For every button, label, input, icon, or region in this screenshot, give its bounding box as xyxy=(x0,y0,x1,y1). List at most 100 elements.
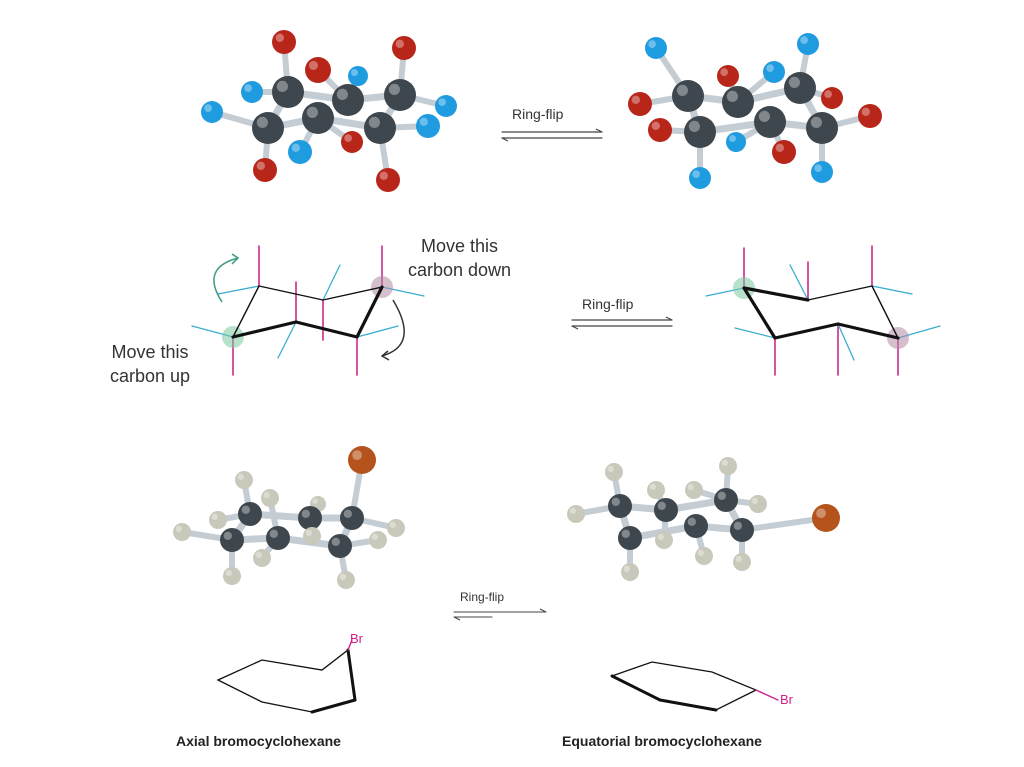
axial-atom-highlight xyxy=(766,64,775,72)
equilibrium-arrow-top-forward-head xyxy=(595,128,603,133)
hydrogen-atom-highlight xyxy=(649,483,656,490)
equatorial-atom-highlight xyxy=(419,117,428,127)
equatorial-bond-line xyxy=(871,285,913,295)
equatorial-caption: Equatorial bromocyclohexane xyxy=(562,733,762,749)
axial-atom-highlight xyxy=(308,60,319,70)
axial-br-bond xyxy=(347,639,353,651)
front-ring-bond xyxy=(742,286,810,302)
carbon-atom-highlight xyxy=(343,509,352,518)
axial-atom-highlight xyxy=(395,39,404,48)
axial-atom xyxy=(726,132,746,152)
carbon-atom xyxy=(298,506,322,530)
hydrogen-atom-highlight xyxy=(687,483,694,490)
front-ring-bond xyxy=(355,285,384,339)
axial-atom-highlight xyxy=(344,134,352,142)
equatorial-atom xyxy=(821,87,843,109)
back-ring-bond xyxy=(871,285,899,339)
equatorial-atom xyxy=(628,92,652,116)
axial-atom xyxy=(763,61,785,83)
hydrogen-atom xyxy=(621,563,639,581)
equatorial-bond-line xyxy=(322,264,341,301)
hydrogen-atom-highlight xyxy=(657,533,664,540)
carbon-atom xyxy=(238,502,262,526)
arrow-head xyxy=(539,608,547,613)
arrow-head xyxy=(453,616,461,621)
back-ring-bond xyxy=(232,285,260,338)
carbon-atom xyxy=(754,106,786,138)
carbon-atom xyxy=(328,534,352,558)
axial-atom xyxy=(689,167,711,189)
move-carbon-down-label: Move this carbon down xyxy=(408,234,511,282)
axial-atom xyxy=(811,161,833,183)
carbon-atom xyxy=(332,84,364,116)
equilibrium-arrow-middle-back-head xyxy=(571,325,579,330)
hydrogen-atom-highlight xyxy=(211,513,219,520)
hydrogen-atom xyxy=(655,531,673,549)
carbon-atom xyxy=(714,488,738,512)
equatorial-bond-line xyxy=(217,285,260,295)
equatorial-atom xyxy=(717,65,739,87)
carbon-atom-highlight xyxy=(388,83,400,95)
front-bond xyxy=(346,648,357,702)
axial-atom-highlight xyxy=(814,164,823,172)
ring-flip-label-top: Ring-flip xyxy=(512,106,564,122)
bromine-atom-highlight xyxy=(816,508,826,518)
bromine-atom-highlight xyxy=(352,450,362,460)
hydrogen-atom xyxy=(209,511,227,529)
axial-atom xyxy=(797,33,819,55)
equatorial-atom-highlight xyxy=(244,84,252,92)
carbon-atom-highlight xyxy=(331,537,340,546)
carbon-atom-highlight xyxy=(368,116,380,128)
equatorial-atom-highlight xyxy=(351,69,358,76)
axial-atom-highlight xyxy=(275,33,284,42)
equatorial-atom xyxy=(201,101,223,123)
move-down-line1: Move this xyxy=(421,236,499,256)
equatorial-atom-highlight xyxy=(291,143,300,152)
hydrogen-atom-highlight xyxy=(721,459,728,466)
equatorial-atom-highlight xyxy=(720,68,729,76)
carbon-atom xyxy=(684,514,708,538)
hydrogen-atom xyxy=(303,527,321,545)
equatorial-atom-highlight xyxy=(824,90,833,98)
axial-atom-highlight xyxy=(800,36,809,45)
front-ring-bond xyxy=(773,322,840,340)
curved-arrow-down xyxy=(381,299,405,357)
curved-arrow-up xyxy=(213,257,239,303)
carbon-atom-highlight xyxy=(687,517,696,526)
hydrogen-atom-highlight xyxy=(751,497,758,504)
br-equatorial-label: Br xyxy=(780,692,793,707)
equatorial-atom xyxy=(435,95,457,117)
hydrogen-atom-highlight xyxy=(305,529,312,536)
axial-atom-highlight xyxy=(379,171,388,180)
front-ring-bond xyxy=(231,320,298,339)
axial-chair-outline xyxy=(216,648,356,713)
hydrogen-atom xyxy=(567,505,585,523)
back-ring-bond xyxy=(322,286,383,301)
equatorial-atom-highlight xyxy=(651,121,660,130)
carbon-atom xyxy=(272,76,304,108)
carbon-atom xyxy=(806,112,838,144)
axial-atom xyxy=(392,36,416,60)
axial-caption: Axial bromocyclohexane xyxy=(176,733,341,749)
hydrogen-atom xyxy=(337,571,355,589)
hydrogen-atom xyxy=(223,567,241,585)
front-bond xyxy=(310,698,357,714)
equatorial-atom xyxy=(416,114,440,138)
carbon-atom-highlight xyxy=(717,491,726,500)
equatorial-atom xyxy=(241,81,263,103)
axial-atom-highlight xyxy=(729,135,736,142)
carbon-atom xyxy=(722,86,754,118)
hydrogen-atom-highlight xyxy=(697,549,704,556)
hydrogen-atom xyxy=(261,489,279,507)
equatorial-atom xyxy=(648,118,672,142)
front-ring-bond xyxy=(742,286,777,340)
hydrogen-atom xyxy=(647,481,665,499)
hydrogen-atom xyxy=(387,519,405,537)
hydrogen-atom xyxy=(749,495,767,513)
carbon-atom-highlight xyxy=(301,509,310,518)
carbon-atom xyxy=(266,526,290,550)
equilibrium-arrow-middle-forward-head xyxy=(665,316,673,321)
carbon-atom xyxy=(684,116,716,148)
hydrogen-atom-highlight xyxy=(263,491,270,498)
bromine-atom xyxy=(812,504,840,532)
